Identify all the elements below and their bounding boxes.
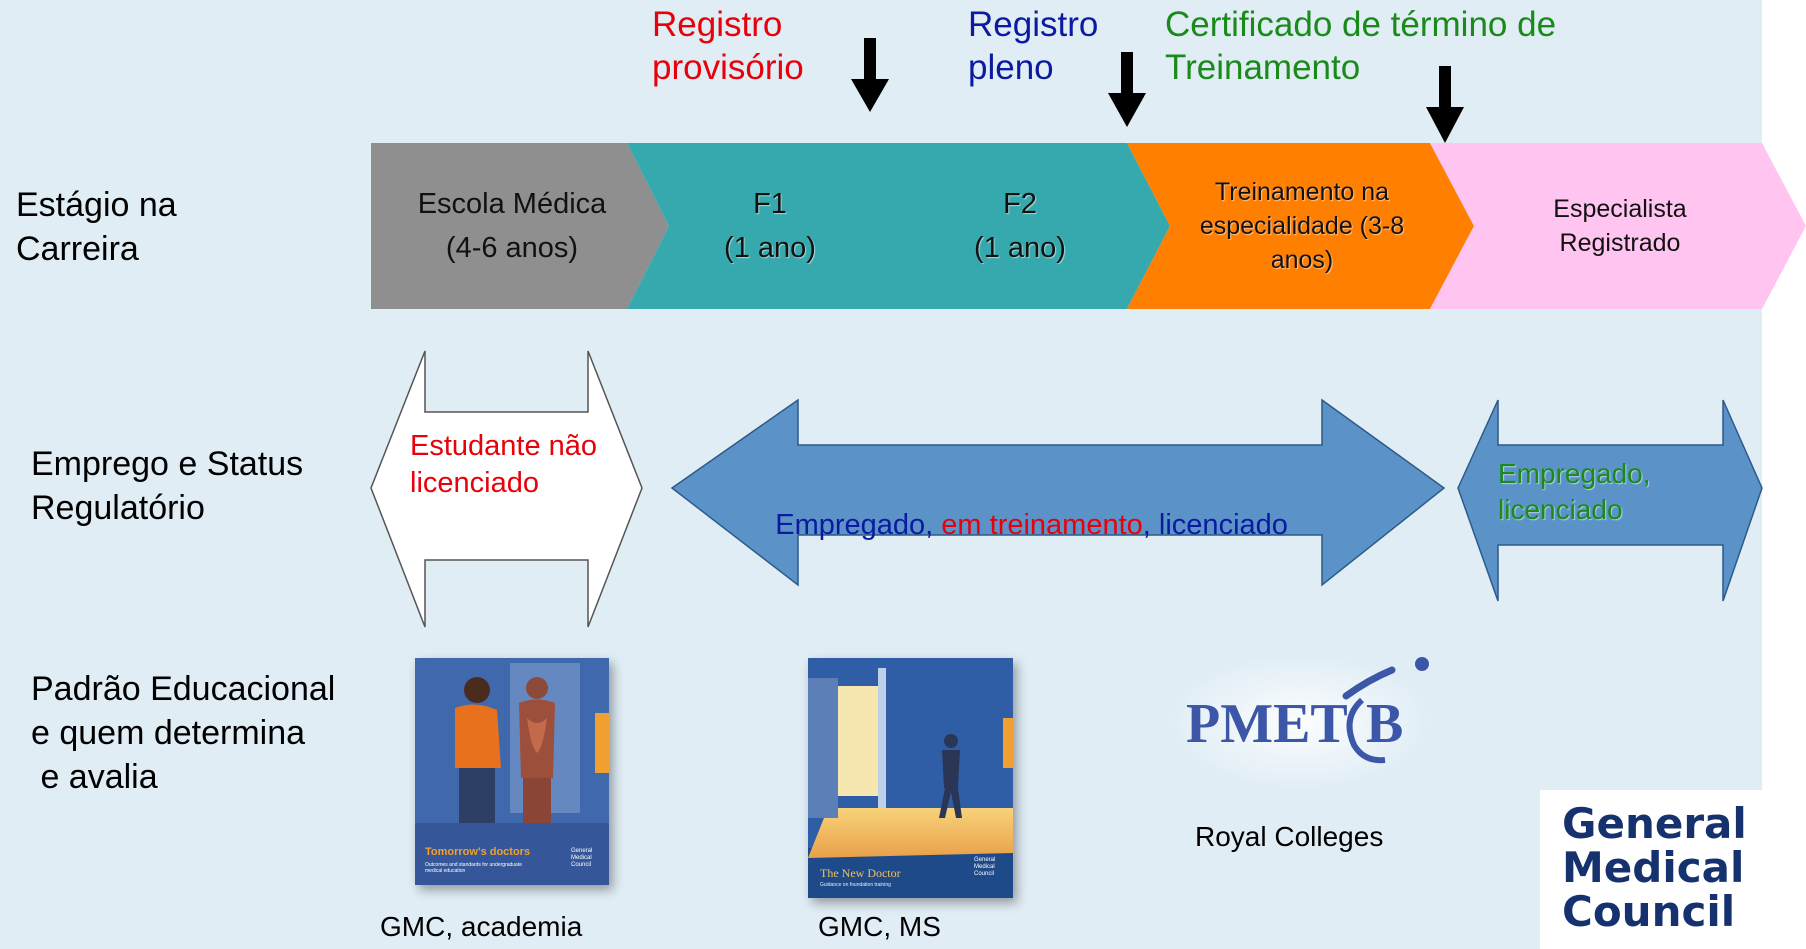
caption-royal-colleges: Royal Colleges bbox=[1195, 821, 1384, 852]
new-doctor-cover: The New Doctor Guidance on foundation tr… bbox=[808, 658, 1013, 898]
gmc-logo-line2: Medical bbox=[1562, 843, 1745, 892]
stage-f1: F1(1 ano) bbox=[724, 188, 816, 264]
status-employed-training-licensed: Empregado, em treinamento, licenciado bbox=[775, 509, 1288, 541]
down-arrow-icon bbox=[851, 38, 889, 112]
tomorrows-doctors-subtitle: Outcomes and standards for undergraduate… bbox=[425, 862, 523, 874]
new-doctor-title: The New Doctor bbox=[820, 866, 901, 880]
gmc-logo: General Medical Council bbox=[1540, 790, 1806, 949]
milestone-provisional-registration: Registro provisório bbox=[652, 5, 804, 87]
stage-shape-foundation bbox=[627, 143, 1170, 309]
tomorrows-doctors-title: Tomorrow's doctors bbox=[425, 846, 531, 858]
status-arrow-specialist bbox=[1457, 399, 1763, 602]
stage-shape-specialist bbox=[1430, 143, 1806, 309]
down-arrow-icon bbox=[1108, 52, 1146, 127]
svg-text:PMET: PMET bbox=[1186, 693, 1348, 755]
milestone-full-registration: Registro pleno bbox=[968, 5, 1099, 87]
status-arrow-trainee bbox=[670, 398, 1446, 587]
stage-f2: F2(1 ano) bbox=[974, 188, 1066, 264]
stage-medical-school: Escola Médica(4-6 anos) bbox=[417, 188, 607, 264]
row-label-career-stage: Estágio na Carreira bbox=[16, 186, 177, 268]
stage-shape-specialty-training bbox=[1127, 143, 1474, 309]
stage-shape-medical-school bbox=[371, 143, 669, 309]
row-label-employment-status: Emprego e Status Regulatório bbox=[31, 445, 304, 527]
new-doctor-subtitle: Guidance on foundation training bbox=[820, 882, 891, 888]
gmc-logo-line1: General bbox=[1562, 799, 1747, 848]
gmc-logo-line3: Council bbox=[1562, 887, 1736, 936]
status-employed-licensed: Empregado, licenciado bbox=[1498, 458, 1651, 525]
tomorrows-doctors-cover: Tomorrow's doctors Outcomes and standard… bbox=[415, 658, 609, 885]
milestone-training-certificate: Certificado de término de Treinamento bbox=[1165, 5, 1557, 87]
down-arrow-icon bbox=[1426, 66, 1464, 143]
pmetb-logo: PMET B bbox=[1170, 652, 1435, 792]
caption-gmc-academia: GMC, academia bbox=[380, 911, 583, 942]
svg-text:B: B bbox=[1366, 693, 1403, 755]
status-arrow-student bbox=[370, 350, 643, 628]
caption-gmc-ms: GMC, MS bbox=[818, 911, 941, 942]
new-doctor-illustration bbox=[808, 658, 1013, 898]
row-label-educational-standard: Padrão Educacional e quem determina e av… bbox=[31, 670, 336, 796]
tomorrows-doctors-illustration bbox=[415, 658, 609, 885]
status-unlicensed-student: Estudante não licenciado bbox=[410, 430, 598, 499]
